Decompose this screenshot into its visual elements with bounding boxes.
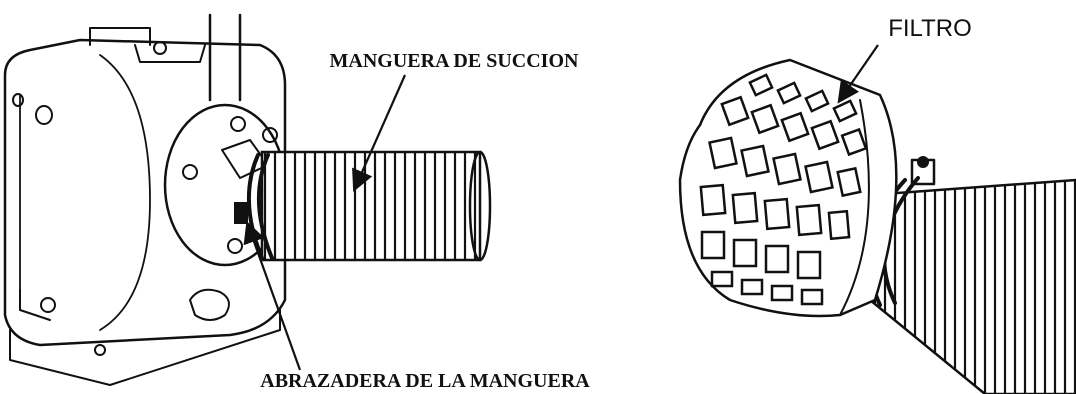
filter-clamp-screw-head [917,156,929,168]
hose-clamp-label: ABRAZADERA DE LA MANGUERA [260,370,590,392]
hose-clamp-screw [234,202,248,224]
pump-foot [19,289,51,321]
filter-rim [839,99,870,316]
flange-bolt [262,127,278,143]
pump-pipe [208,13,242,102]
hose-clamp-band [246,153,264,260]
filter-drawing [678,58,1076,394]
foot-bolt [40,297,56,313]
pump-bolt [12,93,24,107]
pump-top-boss [89,27,151,46]
suction-hose-label: MANGUERA DE SUCCION [330,50,579,72]
flange-bolt [227,238,243,254]
pump-top-bolt [153,41,167,55]
filter-label: FILTRO [888,15,972,42]
hose-clamp-band [256,153,274,260]
suction-hose [260,150,482,262]
suction-hose-leader [352,74,407,193]
pump-base [9,309,281,386]
filter-slots [699,73,868,306]
pump-bolt [35,105,53,125]
pump-volute-edge [99,54,151,331]
suction-hose-end [468,150,492,262]
pump-drawing [3,13,492,386]
drain-plug [189,288,230,321]
filter-leader [837,44,879,104]
pump-top-block [134,44,206,63]
filter-hose [868,178,1076,394]
pump-housing [3,38,287,347]
hose-clamp-leader [243,220,302,371]
base-hole [94,344,106,356]
flange-bolt [230,116,246,132]
flange-bolt [182,164,198,180]
